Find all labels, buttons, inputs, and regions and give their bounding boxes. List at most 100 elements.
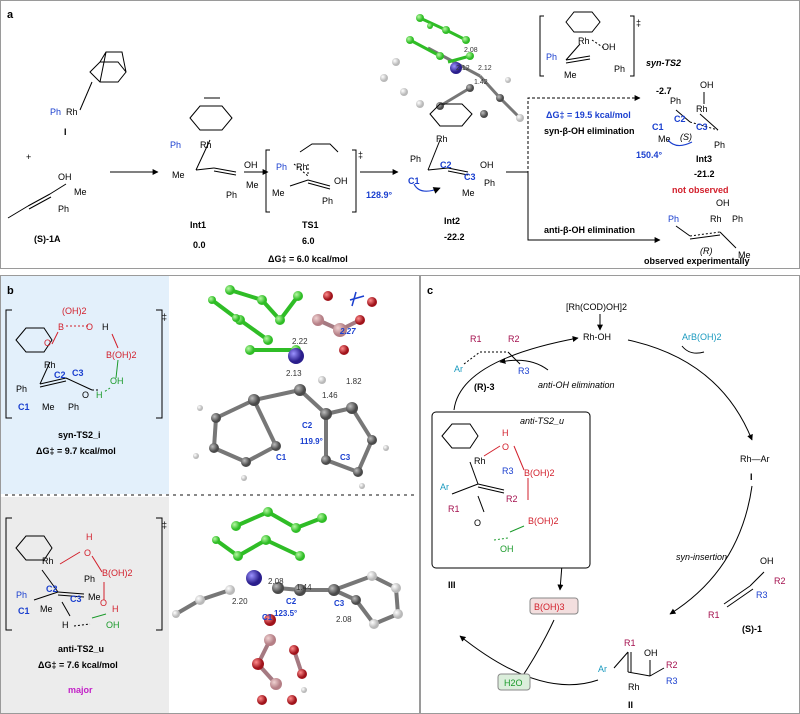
allene-r: (R) <box>700 246 713 256</box>
syn-ts2-dagger: ‡ <box>636 18 641 28</box>
water: H2O <box>504 678 523 688</box>
int-II-r3: R3 <box>666 676 678 686</box>
anti-ts2u-c3: C3 <box>70 594 82 604</box>
panel-label-c: c <box>427 285 433 297</box>
anti-3d-dist-4: 2.08 <box>336 615 352 624</box>
int-II-ar: Ar <box>598 664 607 674</box>
substrate-oh: OH <box>58 172 72 182</box>
syn-3d-c2: C2 <box>302 421 313 430</box>
int3-ph2: Ph <box>714 140 725 150</box>
intermediate-III-label: III <box>448 580 456 590</box>
syn-ts2i-oh2: (OH)2 <box>62 306 87 316</box>
anti-3d-dist-1: 2.08 <box>268 577 284 586</box>
not-observed: not observed <box>672 185 729 195</box>
int2-c2: C2 <box>440 160 452 170</box>
int3-label: Int3 <box>696 154 712 164</box>
syn-ts2-i-background <box>1 276 169 494</box>
int1-ph: Ph <box>170 140 181 150</box>
syn-ts2-energy: -2.7 <box>656 86 672 96</box>
syn-ts2-label: syn-TS2 <box>646 58 681 68</box>
syn-ts2-me: Me <box>564 70 577 80</box>
substrate-S1 <box>723 571 765 608</box>
syn-ts2-structure <box>565 11 605 64</box>
syn-ts2i-dagger: ‡ <box>162 312 167 322</box>
observed-experimentally: observed experimentally <box>644 256 750 266</box>
syn-ts2i-c2: C2 <box>54 370 66 380</box>
substrate-S1-r3: R3 <box>756 590 768 600</box>
h2o-box <box>497 673 531 691</box>
anti-ts2u-c1: C1 <box>18 606 30 616</box>
ts1-ph: Ph <box>276 162 287 172</box>
syn-ts2i-me: Me <box>42 402 55 412</box>
int2-dist-1: 2.08 <box>464 47 478 54</box>
box-ar: Ar <box>440 482 449 492</box>
syn-ts2-ph2: Ph <box>614 64 625 74</box>
reactant-I-label: I <box>64 127 67 137</box>
int2-structure <box>427 103 473 176</box>
anti-3d-c3: C3 <box>334 599 345 608</box>
anti-oh-elimination: anti-OH elimination <box>538 380 615 390</box>
syn-3d-dist-5: 1.82 <box>346 377 362 386</box>
box-r3: R3 <box>502 466 514 476</box>
int2-ph: Ph <box>410 154 421 164</box>
anti-3d-dist-3: 1.44 <box>296 583 312 592</box>
boric-acid: B(OH)3 <box>534 602 565 612</box>
arrow-syn-insertion <box>669 485 753 615</box>
syn-elimination: syn-β-OH elimination <box>544 126 635 136</box>
allene-ph: Ph <box>668 214 679 224</box>
arrow-anti-oh-elimination <box>453 336 579 411</box>
syn-3d-pointer <box>349 291 365 307</box>
syn-3d-dist-2: 2.22 <box>292 337 308 346</box>
anti-3d-angle: 123.5° <box>274 609 297 618</box>
int3-c3: C3 <box>696 122 708 132</box>
substrate-S1-r1: R1 <box>708 610 720 620</box>
int2-angle: 128.9° <box>366 190 393 200</box>
int1-label: Int1 <box>190 220 206 230</box>
int2-c3: C3 <box>464 172 476 182</box>
anti-3d-c2: C2 <box>286 597 297 606</box>
int-II-r2: R2 <box>666 660 678 670</box>
int3-s: (S) <box>680 132 692 142</box>
syn-ts2i-o3: O <box>82 390 89 400</box>
h2o-boh3-branch <box>519 619 555 681</box>
int2-3d-model <box>380 14 524 122</box>
boh3-box <box>529 597 579 615</box>
syn-ts2i-b: B <box>58 322 64 332</box>
syn-ts2i-ph2: Ph <box>68 402 79 412</box>
int3-me: Me <box>658 134 671 144</box>
anti-ts2-u-background <box>1 497 169 713</box>
syn-ts2i-c3: C3 <box>72 368 84 378</box>
anti-ts2u-h-link: H <box>62 620 69 630</box>
int3-structure <box>675 92 719 131</box>
arrow-to-III <box>459 635 599 686</box>
reactant-I-rh: Rh <box>66 107 78 117</box>
anti-ts2u-box <box>431 411 591 569</box>
int2-dist-2: 2.12 <box>456 65 470 72</box>
int1-rh: Rh <box>200 140 212 150</box>
ts1-bracket-right <box>352 149 357 213</box>
product-label: (R)-3 <box>474 382 495 392</box>
syn-3d-dist-3: 2.13 <box>286 369 302 378</box>
syn-ts2i-bracket-right <box>156 309 163 419</box>
syn-ts2-bracket-right <box>630 15 635 77</box>
syn-3d-angle: 119.9° <box>300 437 323 446</box>
reactant-I <box>89 51 127 83</box>
int3-angle: 150.4° <box>636 150 663 160</box>
int3-energy: -21.2 <box>694 169 715 179</box>
int3-angle-arc <box>667 139 693 147</box>
int2-rh: Rh <box>436 134 448 144</box>
ts1-ph2: Ph <box>322 196 333 206</box>
ts1-bracket-left <box>265 149 270 213</box>
int2-label: Int2 <box>444 216 460 226</box>
int-II-r1: R1 <box>624 638 636 648</box>
box-b1: B(OH)2 <box>524 468 555 478</box>
syn-ts2i-o2: O <box>86 322 93 332</box>
ts1-rh: Rh <box>296 162 308 172</box>
syn-ts2i-label: syn-TS2_i <box>58 430 101 440</box>
anti-ts2u-b: B(OH)2 <box>102 568 133 578</box>
syn-ts2i-rh: Rh <box>44 360 56 370</box>
box-o2: O <box>474 518 481 528</box>
syn-ts2-ph: Ph <box>546 52 557 62</box>
